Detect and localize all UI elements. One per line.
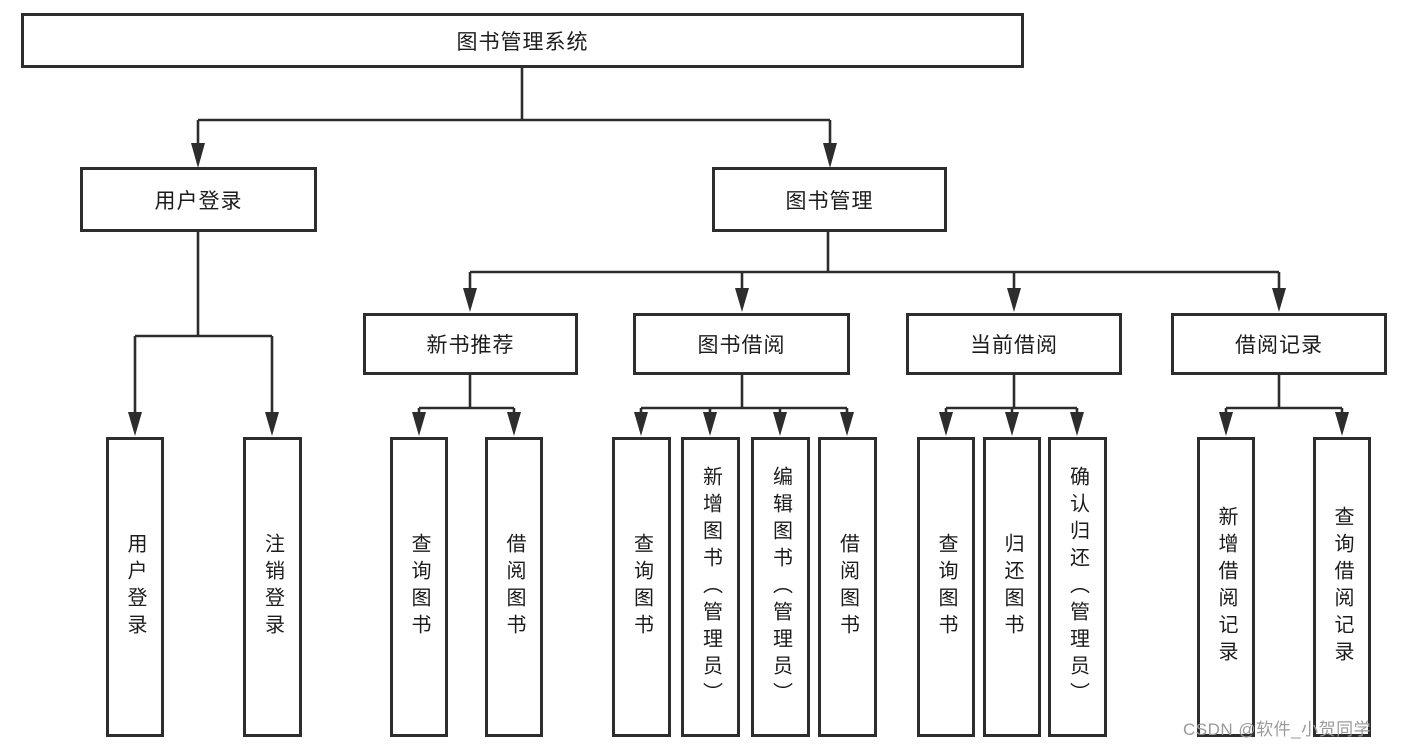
node-book-management: 图书管理 [712, 167, 947, 232]
node-label: 新增借阅记录 [1215, 506, 1237, 668]
leaf-return-books: 归还图书 [983, 437, 1041, 737]
node-label: 注销登录 [261, 533, 284, 641]
node-label: 图书管理系统 [456, 30, 589, 54]
node-user-login: 用户登录 [80, 167, 317, 232]
node-label: 借阅图书 [836, 533, 859, 641]
node-label: 查询图书 [408, 533, 430, 641]
leaf-borrow-books-borrowing: 借阅图书 [818, 437, 877, 737]
leaf-query-books-borrowing: 查询图书 [612, 437, 671, 737]
node-label: 新书推荐 [426, 334, 515, 357]
leaf-edit-books-admin: 编辑图书（管理员） [751, 437, 810, 737]
node-label: 查询图书 [935, 533, 957, 641]
csdn-watermark: CSDN @软件_小贺同学 [1183, 720, 1372, 739]
node-label: 新增图书（管理员） [699, 465, 722, 709]
node-library-management-system: 图书管理系统 [21, 13, 1024, 68]
node-label: 图书管理 [785, 189, 874, 213]
leaf-query-borrow-record: 查询借阅记录 [1313, 437, 1371, 737]
node-label: 确认归还（管理员） [1066, 465, 1089, 709]
node-label: 编辑图书（管理员） [769, 465, 792, 709]
node-new-book-recommendation: 新书推荐 [363, 313, 578, 375]
leaf-confirm-return-admin: 确认归还（管理员） [1048, 437, 1107, 737]
node-label: 当前借阅 [970, 334, 1058, 357]
leaf-user-login: 用户登录 [106, 437, 164, 737]
node-label: 图书借阅 [697, 334, 786, 357]
leaf-query-books-recommendation: 查询图书 [390, 437, 448, 737]
leaf-add-books-admin: 新增图书（管理员） [681, 437, 740, 737]
leaf-borrow-books-recommendation: 借阅图书 [485, 437, 543, 737]
node-label: 用户登录 [124, 533, 146, 641]
leaf-logout-login: 注销登录 [243, 437, 302, 737]
node-borrowing-records: 借阅记录 [1171, 313, 1387, 375]
leaf-add-borrow-record: 新增借阅记录 [1197, 437, 1255, 737]
node-current-borrowing: 当前借阅 [906, 313, 1122, 375]
node-label: 用户登录 [154, 189, 243, 213]
node-label: 查询借阅记录 [1331, 506, 1353, 668]
arrowheads [128, 143, 1349, 436]
node-label: 借阅图书 [503, 533, 525, 641]
leaf-query-books-current: 查询图书 [917, 437, 975, 737]
node-label: 借阅记录 [1235, 334, 1323, 357]
node-label: 归还图书 [1001, 533, 1023, 641]
node-label: 查询图书 [630, 533, 653, 641]
node-book-borrowing: 图书借阅 [633, 313, 850, 375]
